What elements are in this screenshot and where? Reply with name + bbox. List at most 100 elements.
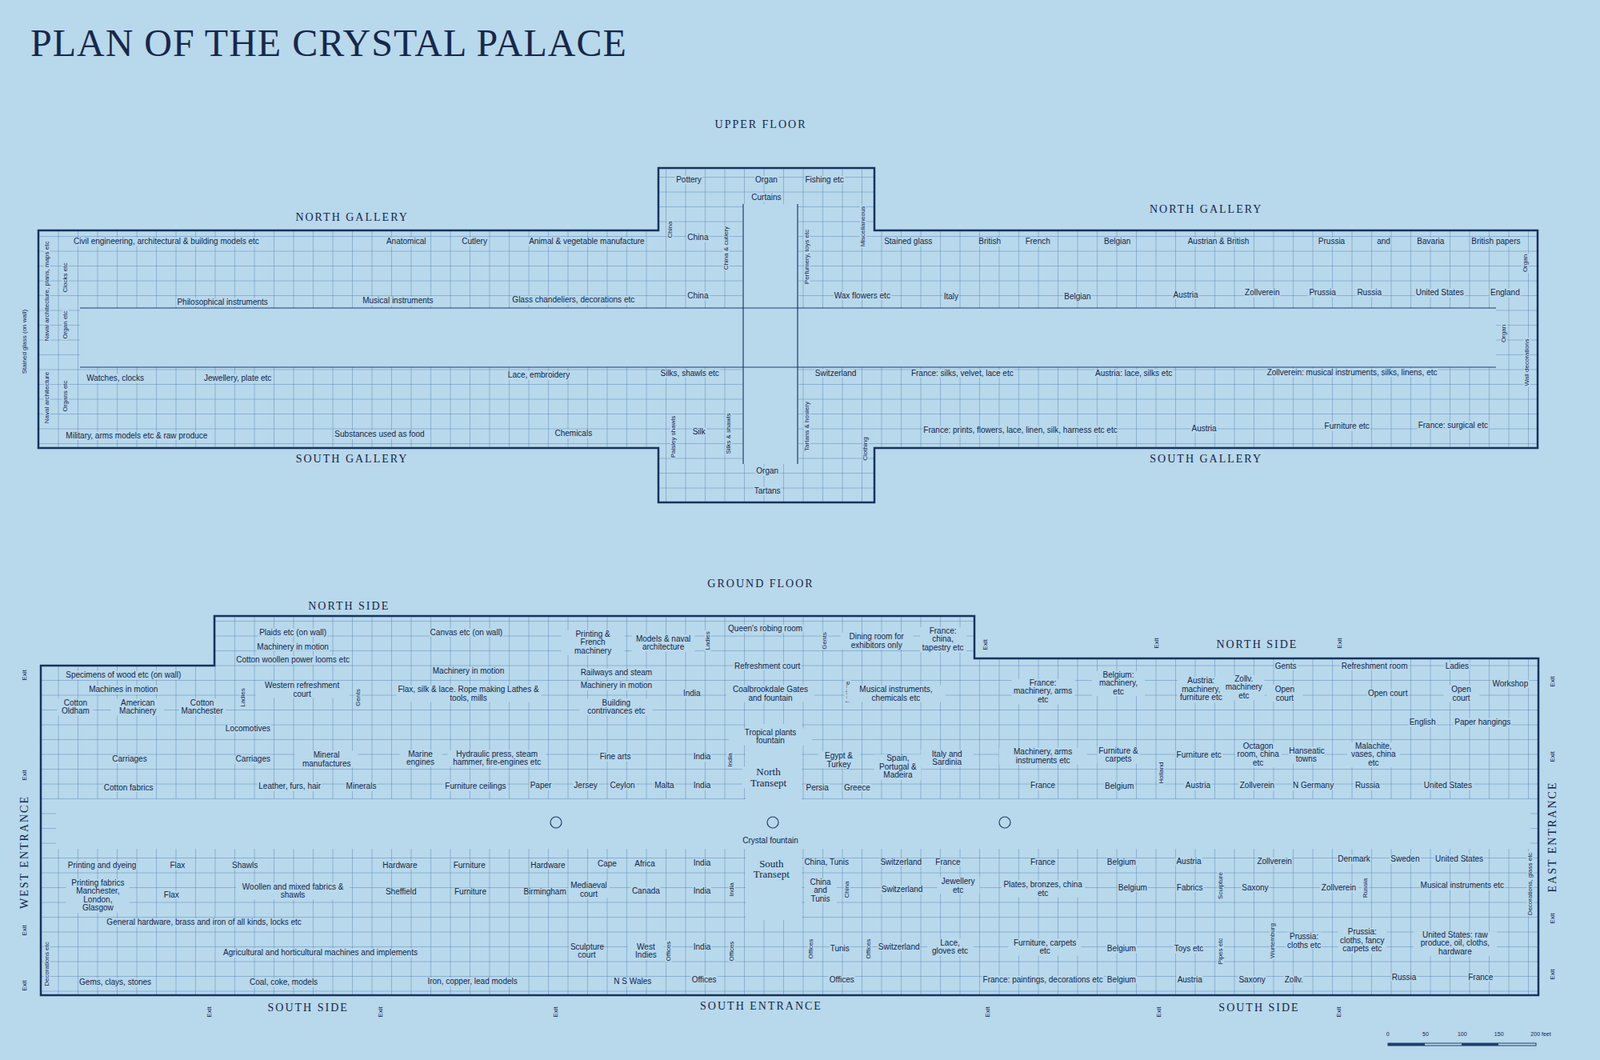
exhibit-label: Belgium [1106,858,1137,868]
exhibit-label: Switzerland [814,369,858,379]
exhibit-label: Exit [20,979,28,992]
exhibit-label: Russia [1354,781,1381,791]
exhibit-label: France [1029,858,1056,868]
exhibit-label: Gents [1274,662,1298,672]
exhibit-label: Offices [808,938,815,960]
exhibit-label: Refreshment court [733,662,801,672]
exhibit-label: Exit [205,1006,212,1019]
exhibit-label: Railways and steam [580,668,653,677]
exhibit-label: Sculpture court [569,942,604,960]
exhibit-label: Furniture etc [1324,422,1371,432]
exhibit-label: Belgium [1104,782,1135,792]
exhibit-label: Furniture [452,860,487,870]
exhibit-label: United States: raw produce, oil, cloths,… [1413,931,1497,957]
exhibit-label: Cape [596,860,618,869]
exhibit-label: Exit [1336,636,1343,649]
scale-label: 150 [1493,1032,1505,1038]
exhibit-label: Ladies [704,630,712,652]
exhibit-label: Belgium: machinery, etc [1092,671,1145,697]
exhibit-label: Denmark [1336,855,1372,864]
exhibit-label: France [934,858,961,868]
exhibit-label: Flax [163,890,180,900]
exhibit-label: India [692,752,712,762]
exhibit-label: British papers [1470,237,1521,247]
exhibit-label: Silks, shawls etc [660,369,720,379]
exhibit-label: Lace, gloves etc [927,938,974,956]
exhibit-label: Dining room for exhibitors only [840,632,913,650]
exhibit-label: Hardware [529,860,566,870]
exhibit-label: Russia [1391,973,1418,983]
exhibit-label: Canvas etc (on wall) [429,628,504,638]
exhibit-label: Wax flowers etc [833,292,892,301]
exhibit-label: Glass chandeliers, decorations etc [511,296,636,305]
exhibit-label: and [1376,237,1392,247]
exhibit-label: Machinery, arms instruments etc [999,748,1088,765]
exhibit-label: Persia [805,783,830,792]
scale-label: 50 [1421,1032,1430,1038]
exhibit-label: Offices [864,938,872,960]
exhibit-label: N Germany [1292,781,1335,791]
exhibit-label: Organ [1500,324,1508,344]
exhibit-label: Zollverein [1256,856,1292,866]
exhibit-label: Exit [1153,636,1160,649]
exhibit-label: Zollv. [1284,975,1304,984]
exhibit-label: China & cutlery [723,225,730,271]
exhibit-label: Ladies [239,688,246,709]
exhibit-label: United States [1434,855,1484,864]
exhibit-label: Plates, bronzes, china etc [1001,880,1085,898]
exhibit-label: Furniture [453,888,488,897]
exhibit-label: Naval architecture, plans, maps etc [43,240,50,342]
exhibit-label: Machinery in motion [432,667,505,676]
exhibit-label: West Indies [628,942,664,960]
exhibit-label: Paper [529,781,553,791]
exhibit-label: Belgian [1103,237,1132,247]
exhibit-label: Egypt & Turkey [817,752,860,769]
exhibit-label: Belgian [1063,292,1092,302]
exhibit-label: Belgium [1106,975,1137,984]
area-label: EAST ENTRANCE [1547,780,1560,893]
exhibit-label: Naval architecture [43,371,50,424]
exhibit-label: Machinery in motion [580,681,653,691]
exhibit-label: Exit [1549,912,1556,924]
exhibit-label: Prussia [1308,288,1336,298]
exhibit-label: Cotton Oldham [57,698,94,716]
scale-label: 200 feet [1529,1032,1552,1038]
exhibit-label: Philosophical instruments [176,297,268,307]
exhibit-label: N S Wales [612,977,652,987]
exhibit-label: Fabrics [1176,883,1204,892]
exhibit-label: Paper hangings [1453,718,1512,728]
exhibit-label: Machinery in motion [256,642,329,652]
exhibit-label: Exit [984,1006,991,1019]
exhibit-label: Musical instruments [361,296,434,306]
exhibit-label: Jewellery, plate etc [203,374,272,384]
exhibit-label: Greece [843,783,872,792]
exhibit-label: Gems, clays, stones [78,978,152,988]
exhibit-label: Marine engines [399,749,442,767]
exhibit-label: Prussia: cloths etc [1286,932,1323,950]
exhibit-label: Exit [982,638,989,651]
exhibit-label: France [1467,973,1494,983]
exhibit-label: Austria: machinery, furniture etc [1177,676,1224,703]
exhibit-label: Printing fabrics Manchester, London, Gla… [66,879,130,913]
exhibit-label: Anatomical [385,237,427,247]
exhibit-label: Lace, embroidery [507,371,571,380]
exhibit-label: Malachite, vases, china etc [1347,742,1400,768]
exhibit-label: Ladies [1444,662,1470,672]
exhibit-label: Cotton woollen power looms etc [235,656,351,665]
exhibit-label: Building contrivances etc [580,698,653,716]
exhibit-label: Jersey [572,781,598,791]
exhibit-label: Malta [653,781,675,791]
exhibit-label: Belgium [1106,944,1137,954]
exhibit-label: Offices [728,940,735,962]
exhibit-label: Flax [168,860,186,870]
exhibit-label: Toys etc [1173,944,1205,954]
exhibit-label: Furniture etc [1175,751,1223,760]
floor-heading: GROUND FLOOR [705,577,816,591]
floor-outline-shape [35,112,1541,506]
exhibit-label: Exit [1335,1006,1342,1019]
exhibit-label: Silks & shawls [724,412,732,456]
exhibit-label: Minerals [345,782,378,792]
exhibit-label: France: china, tapestry etc [920,627,967,653]
exhibit-label: Ceylon [609,781,636,791]
exhibit-label: Spain, Portugal & Madeira [874,754,922,780]
